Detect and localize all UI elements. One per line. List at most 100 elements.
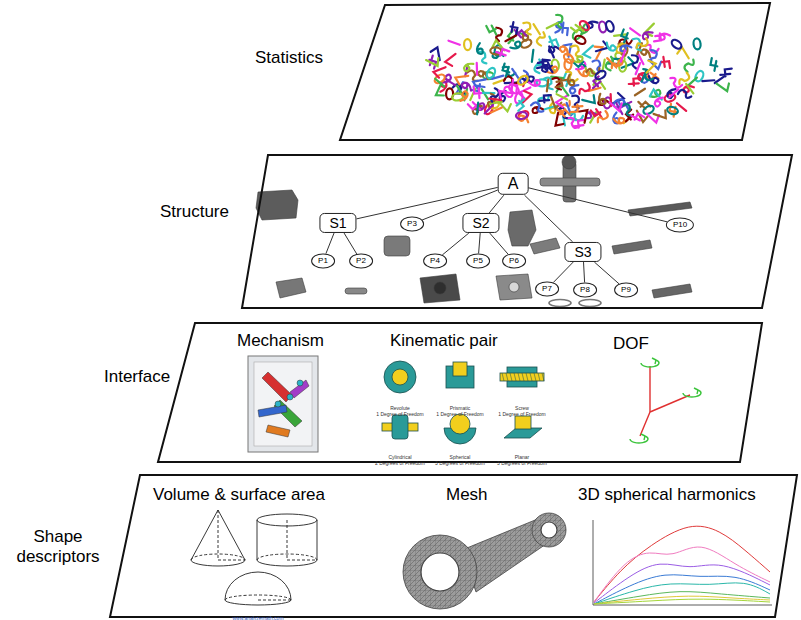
- digit-glyph: [654, 95, 663, 107]
- digit-glyph: [635, 38, 648, 48]
- layer-heading-wrap: Statistics: [255, 48, 323, 68]
- digit-glyph: [683, 60, 697, 73]
- digit-glyph: [596, 94, 607, 106]
- caption-text: Revolute: [390, 405, 410, 411]
- part-picture: [345, 288, 367, 294]
- layer-plane: Statistics: [340, 3, 770, 140]
- digit-glyph: [602, 60, 604, 72]
- tree-label: P3: [407, 219, 417, 228]
- digit-glyph: [686, 84, 693, 94]
- digit-glyph: [460, 91, 468, 103]
- screw-thread: [522, 373, 524, 381]
- rotation-arrowhead: [641, 434, 645, 440]
- tree-label: P2: [356, 256, 366, 265]
- digit-glyph: [485, 67, 497, 80]
- screw-thread: [502, 373, 504, 381]
- caption-text: 3 Degrees of Freedom: [435, 460, 485, 466]
- rod-big-hole: [421, 553, 459, 591]
- tree-ellipse: P8: [573, 282, 597, 297]
- digit-glyph: [489, 99, 501, 101]
- digit-glyph: [605, 43, 617, 52]
- digit-glyph: [557, 94, 568, 99]
- tree-ellipse: P5: [466, 253, 490, 268]
- label-wrap: 1 Degree of Freedom: [436, 402, 484, 420]
- layer-heading: Shape descriptors: [8, 527, 108, 567]
- harmonics-chart: [593, 520, 772, 605]
- part-picture: [434, 282, 446, 294]
- digit-glyph: [653, 33, 666, 42]
- digit-glyph: [474, 86, 482, 98]
- digit-glyph: [516, 74, 529, 86]
- tree-connector: [344, 233, 357, 254]
- ring-picture: [549, 300, 571, 307]
- caption-text: 3 Degrees of Freedom: [497, 460, 547, 466]
- label-wrap: 3D spherical harmonics: [578, 485, 756, 505]
- revolute-icon: [384, 361, 416, 393]
- tree-label: P9: [621, 285, 631, 294]
- tree-connector: [490, 233, 509, 254]
- digit-glyph: [583, 43, 595, 57]
- cylindrical-icon: [392, 415, 408, 439]
- caption-text: Planar: [515, 454, 529, 460]
- digit-glyph: [516, 112, 527, 120]
- section-heading: DOF: [613, 334, 649, 354]
- digit-glyph: [614, 34, 626, 35]
- tree-label: P8: [580, 285, 590, 294]
- ring-picture: [579, 300, 601, 307]
- digit-glyph: [535, 32, 549, 46]
- hemisphere-figure: [225, 595, 291, 600]
- caption-text: Spherical: [450, 454, 471, 460]
- tree-ellipse: P1: [311, 253, 335, 268]
- mesh-picture: [403, 513, 566, 609]
- digit-glyph: [448, 41, 459, 45]
- mechanism-link: [258, 405, 287, 417]
- axis-line: [650, 395, 690, 412]
- rod-small-hole: [541, 522, 557, 538]
- screw-thread: [542, 373, 544, 381]
- screw-thread: [506, 373, 508, 381]
- digit-glyph: [670, 75, 682, 89]
- screw-thread: [514, 373, 516, 381]
- digit-glyph: [693, 38, 701, 50]
- tree-ellipse: P4: [423, 253, 447, 268]
- screw-thread: [530, 373, 532, 381]
- section-heading: Mechanism: [237, 331, 324, 351]
- digit-glyph: [574, 34, 587, 45]
- tree-label: P10: [673, 220, 687, 229]
- digit-glyph: [505, 36, 516, 42]
- tree-label: P4: [430, 256, 440, 265]
- digit-glyph: [512, 69, 519, 79]
- tree-ellipse: P7: [535, 281, 559, 296]
- part-picture: [540, 178, 600, 186]
- dof-axes: [630, 358, 701, 443]
- digit-glyph: [677, 88, 691, 102]
- layer-heading: Structure: [160, 202, 229, 222]
- digit-glyph: [653, 110, 665, 119]
- tree-box: S3: [564, 242, 601, 262]
- mechanism-picture: [248, 356, 318, 452]
- rod-big-end: [403, 535, 477, 609]
- digit-glyph: [548, 35, 559, 49]
- layer-heading-wrap: Interface: [104, 367, 170, 387]
- tree-label: S3: [574, 244, 591, 260]
- part-picture: [420, 274, 460, 303]
- tree-connector: [525, 195, 573, 242]
- part-picture: [562, 155, 576, 169]
- tree-label: P5: [473, 256, 483, 265]
- part-picture: [384, 236, 410, 256]
- rotation-arrowhead: [694, 388, 698, 394]
- tree-connector: [553, 262, 573, 283]
- caption-text: Prismatic: [450, 405, 471, 411]
- planar-icon: [504, 428, 542, 438]
- layer-heading: Interface: [104, 367, 170, 387]
- digit-glyph: [461, 82, 473, 91]
- hemisphere-figure: [258, 600, 291, 601]
- rod-small-end: [532, 513, 566, 547]
- label-wrap: 2 Degrees of Freedom: [375, 451, 425, 469]
- tree-label: P7: [542, 284, 552, 293]
- screw-thread: [538, 373, 540, 381]
- spherical-icon: [450, 414, 470, 434]
